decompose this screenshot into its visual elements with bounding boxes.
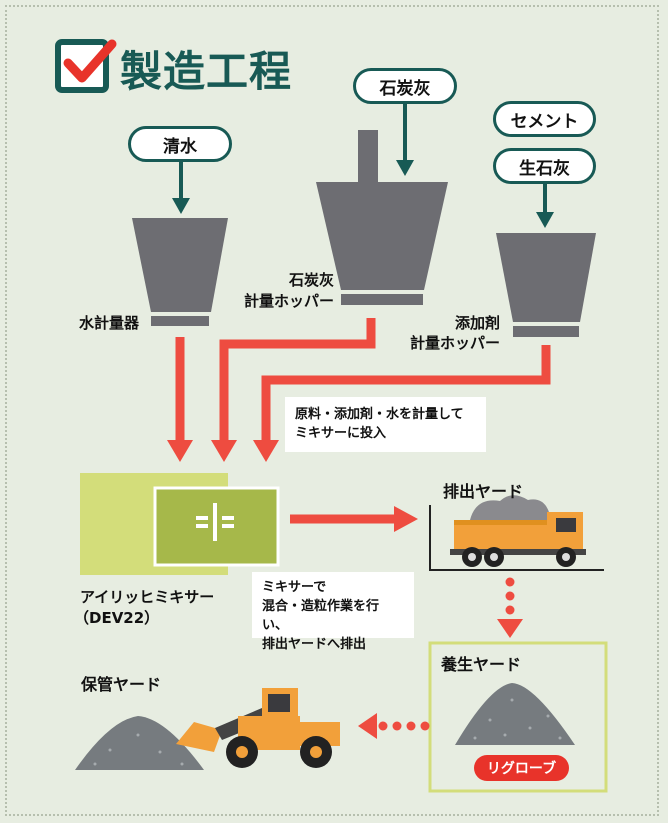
water-input-arrow (172, 158, 190, 214)
coal-ash-input-arrow (396, 100, 414, 176)
storage-transfer-arrow (358, 713, 430, 739)
mixer-graphic (80, 473, 280, 575)
wheel-loader-icon (176, 688, 340, 768)
mix-note-line3: 排出ヤードへ排出 (262, 637, 367, 652)
water-meter-label: 水計量器 (79, 314, 140, 332)
discharge-arrow (290, 506, 418, 532)
storage-yard-label: 保管ヤード (81, 675, 162, 694)
weigh-note-line2: ミキサーに投入 (295, 426, 387, 441)
curing-yard-box (428, 641, 608, 793)
product-pile-curing (455, 683, 575, 745)
input-water-pill: 清水 (128, 126, 232, 162)
mixer-label-line1: アイリッヒミキサー (80, 588, 215, 606)
mix-note-line2: 混合・造粒作業を行い、 (262, 599, 380, 633)
discharge-yard-frame (429, 505, 604, 571)
discharge-yard-label: 排出ヤード (443, 482, 524, 501)
input-cement-pill: セメント (493, 101, 596, 137)
weigh-note: 原料・添加剤・水を計量して ミキサーに投入 (285, 397, 486, 452)
product-label-pill (474, 755, 569, 781)
product-label: リグローブ (486, 761, 557, 777)
mix-note-line1: ミキサーで (262, 580, 327, 595)
mixer-label-line2: （DEV22） (74, 609, 160, 627)
additive-hopper-label-line2: 計量ホッパー (409, 334, 500, 352)
feed-arrows (175, 318, 551, 444)
coal-ash-hopper-label-line2: 計量ホッパー (243, 292, 334, 310)
dump-truck-icon (450, 495, 586, 567)
feed-arrowheads (167, 440, 279, 462)
input-quicklime-pill: 生石灰 (493, 148, 596, 184)
additive-hopper-label-line1: 添加剤 (454, 314, 500, 332)
weigh-note-line1: 原料・添加剤・水を計量して (295, 407, 464, 422)
checkbox-icon (55, 39, 117, 93)
curing-yard-label: 養生ヤード (441, 655, 522, 674)
input-coal-ash-pill: 石炭灰 (353, 68, 457, 104)
additive-input-arrow (536, 183, 554, 228)
curing-transfer-arrow (497, 577, 523, 638)
mix-note: ミキサーで 混合・造粒作業を行い、 排出ヤードへ排出 (252, 572, 414, 652)
coal-ash-hopper (316, 130, 448, 305)
product-pile-storage (75, 716, 204, 770)
additive-hopper (496, 233, 596, 337)
water-meter-hopper (132, 218, 228, 326)
coal-ash-hopper-label-line1: 石炭灰 (288, 271, 334, 289)
page-title: 製造工程 (120, 47, 293, 96)
